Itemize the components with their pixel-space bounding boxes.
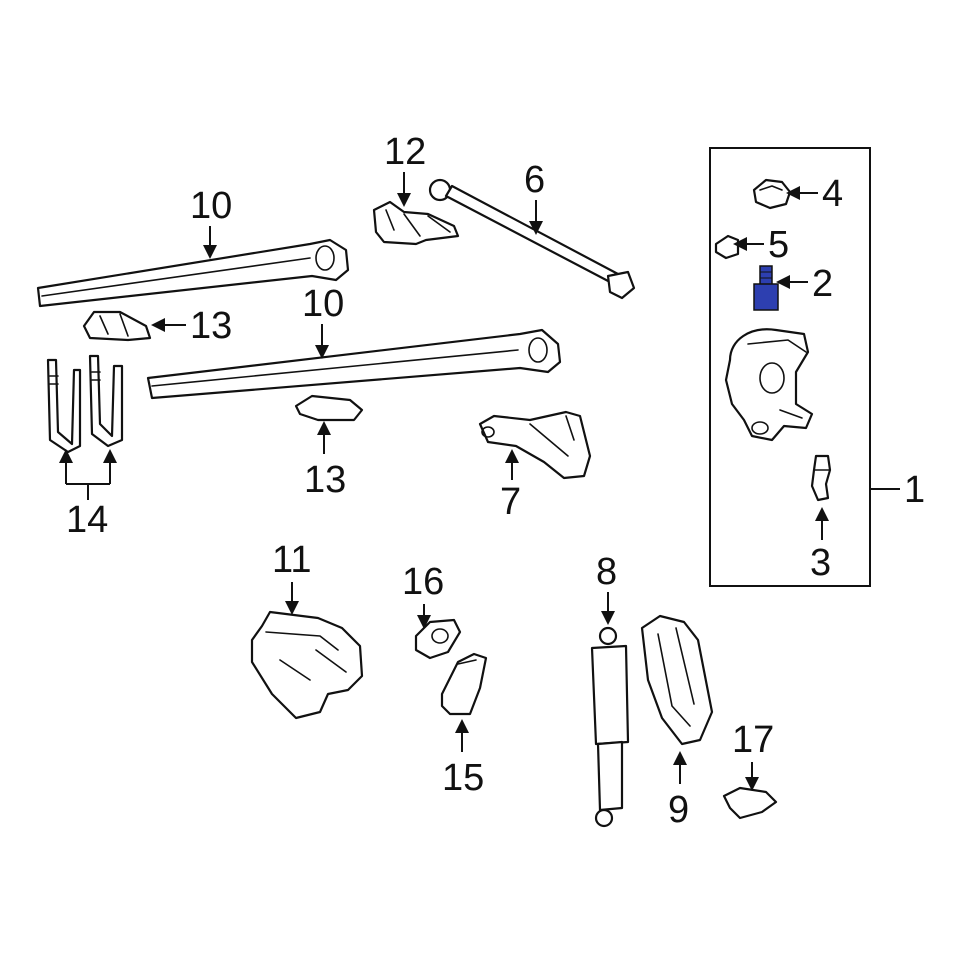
part-10-leaf-spring-upper[interactable] bbox=[36, 238, 350, 308]
callout-5-arrow bbox=[733, 237, 764, 251]
callout-2-arrow bbox=[776, 275, 808, 289]
part-11-bracket[interactable] bbox=[250, 610, 364, 720]
part-13-spring-plate-lower[interactable] bbox=[294, 394, 364, 422]
part-4-nut[interactable] bbox=[752, 178, 792, 210]
part-5-cap[interactable] bbox=[714, 234, 740, 260]
callout-3-arrow bbox=[815, 507, 829, 540]
callout-13a: 13 bbox=[190, 305, 232, 347]
callout-17-arrow bbox=[745, 762, 759, 791]
callout-8: 8 bbox=[596, 551, 617, 593]
part-2-stud-highlighted[interactable] bbox=[753, 265, 779, 311]
callout-13b-arrow bbox=[317, 421, 331, 454]
callout-7-arrow bbox=[505, 449, 519, 480]
callout-14: 14 bbox=[66, 499, 108, 541]
callout-13b: 13 bbox=[304, 459, 346, 501]
callout-12: 12 bbox=[384, 131, 426, 173]
callout-10b: 10 bbox=[302, 283, 344, 325]
callout-7: 7 bbox=[500, 481, 521, 523]
callout-4-arrow bbox=[786, 186, 818, 200]
callout-16-arrow bbox=[417, 604, 431, 629]
part-8-shock-absorber[interactable] bbox=[590, 626, 630, 828]
part-7-spring-hanger[interactable] bbox=[478, 410, 592, 480]
part-10-leaf-spring-lower[interactable] bbox=[146, 328, 562, 400]
part-14-u-bolts[interactable] bbox=[46, 354, 124, 454]
callout-11-arrow bbox=[285, 582, 299, 615]
part-1-steering-knuckle[interactable] bbox=[724, 328, 814, 442]
part-12-bracket[interactable] bbox=[372, 200, 460, 246]
callout-15: 15 bbox=[442, 757, 484, 799]
callout-10b-arrow bbox=[315, 324, 329, 359]
callout-15-arrow bbox=[455, 719, 469, 752]
callout-6: 6 bbox=[524, 159, 545, 201]
callout-14-bracket bbox=[59, 449, 117, 500]
part-3-ball-stud[interactable] bbox=[810, 454, 832, 502]
callout-9: 9 bbox=[668, 789, 689, 831]
callout-10a-arrow bbox=[203, 226, 217, 259]
callout-10a: 10 bbox=[190, 185, 232, 227]
callout-11: 11 bbox=[272, 539, 311, 581]
callout-6-arrow bbox=[529, 200, 543, 235]
callout-4: 4 bbox=[822, 173, 843, 215]
callout-16: 16 bbox=[402, 561, 444, 603]
callout-1: 1 bbox=[904, 469, 925, 511]
callout-3: 3 bbox=[810, 542, 831, 584]
part-9-bracket[interactable] bbox=[640, 614, 714, 746]
callout-9-arrow bbox=[673, 751, 687, 784]
callout-8-arrow bbox=[601, 592, 615, 625]
callout-2: 2 bbox=[812, 263, 833, 305]
callout-5: 5 bbox=[768, 224, 789, 266]
part-13-spring-plate-upper[interactable] bbox=[82, 310, 152, 342]
part-16-bumper[interactable] bbox=[414, 618, 462, 660]
callout-13a-arrow bbox=[151, 318, 186, 332]
part-15-block[interactable] bbox=[440, 652, 488, 716]
callout-12-arrow bbox=[397, 172, 411, 207]
part-17-clip[interactable] bbox=[722, 786, 778, 820]
part-6-track-bar[interactable] bbox=[428, 178, 636, 300]
knuckle-assembly-frame bbox=[709, 147, 871, 587]
callout-17: 17 bbox=[732, 719, 774, 761]
